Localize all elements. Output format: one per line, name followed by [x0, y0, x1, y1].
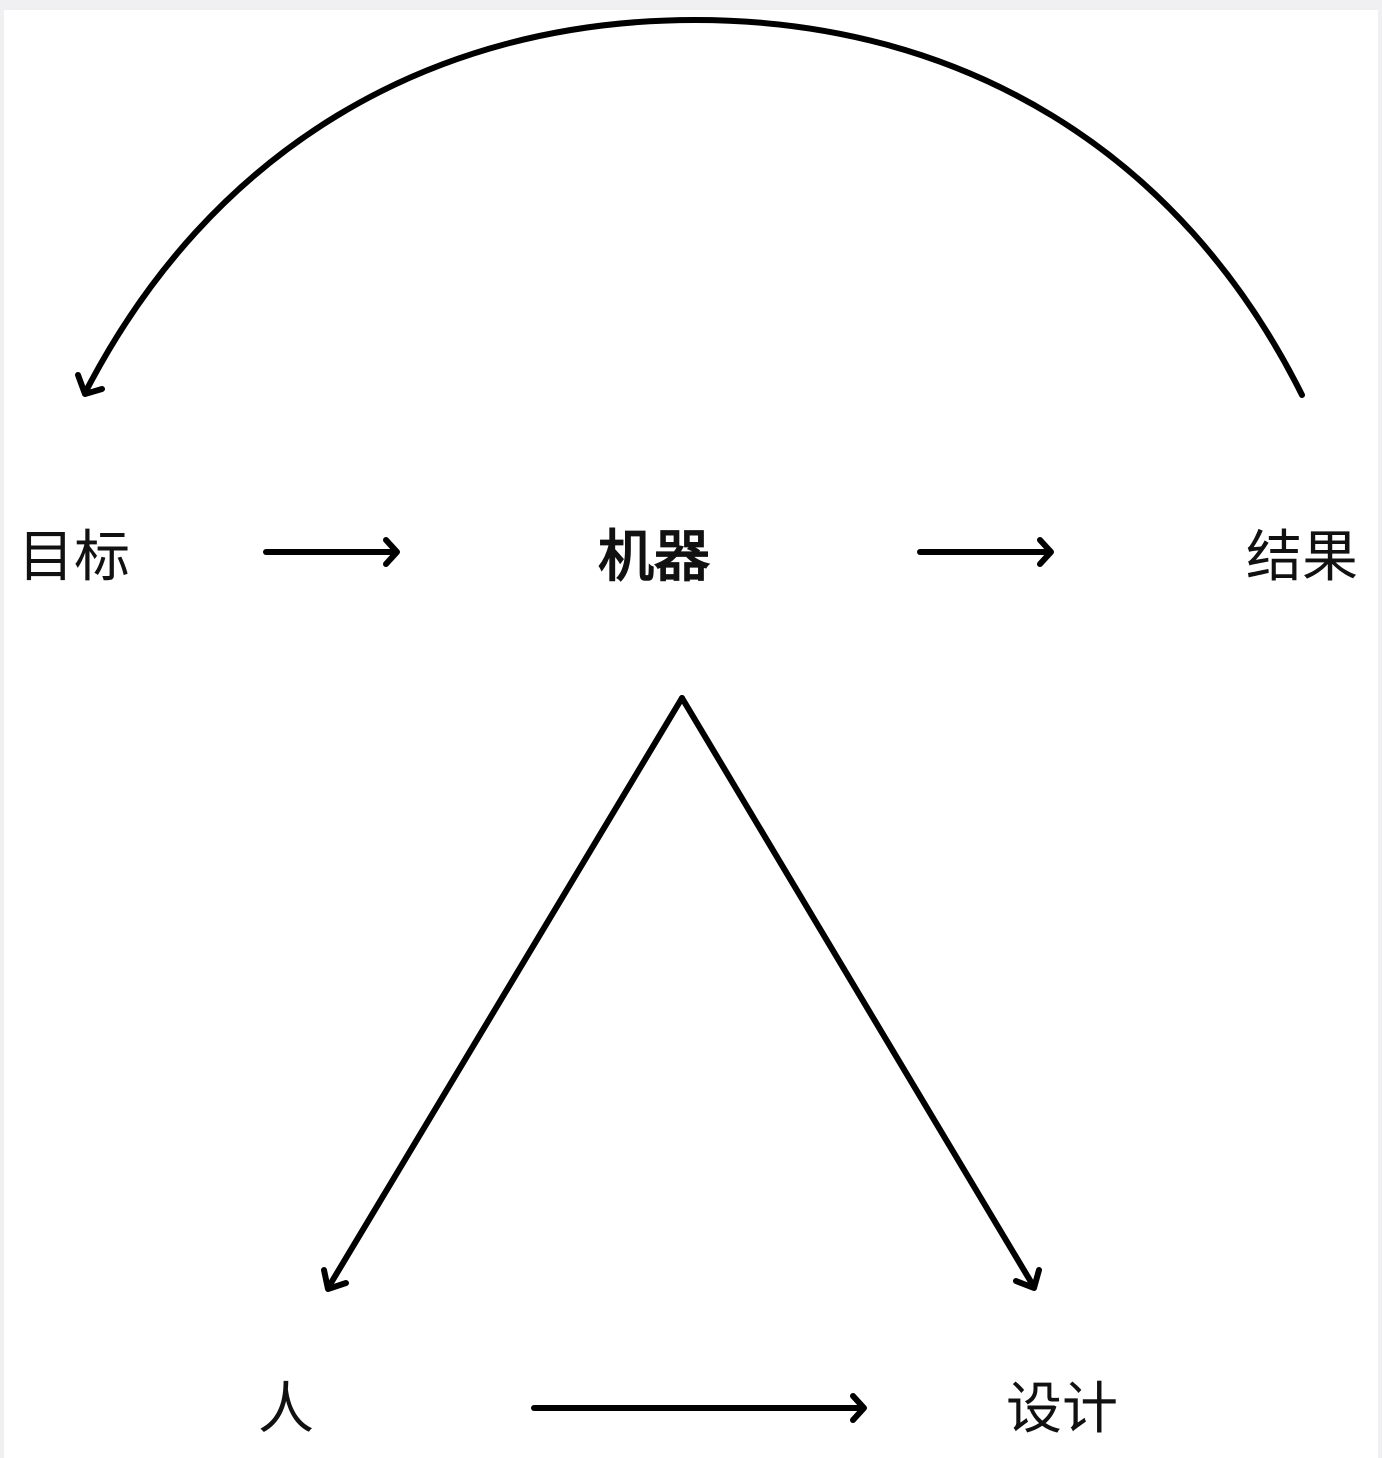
edge-person-to-design-arrowhead — [850, 1393, 867, 1423]
edge-machine-to-person-arrowhead — [321, 1267, 349, 1292]
edge-result-to-goal — [82, 17, 1305, 398]
frame-border-left — [0, 0, 4, 1458]
frame-border-top — [0, 0, 1382, 10]
node-machine: 机器 — [598, 525, 710, 590]
edge-machine-to-design — [679, 695, 1037, 1290]
node-result: 结果 — [1246, 525, 1358, 590]
edge-machine-to-design-arrowhead — [1013, 1267, 1042, 1291]
edge-result-to-goal-arrowhead — [75, 372, 105, 397]
edge-machine-to-person — [325, 695, 685, 1291]
frame-border-right — [1378, 0, 1382, 1458]
node-goal: 目标 — [18, 525, 130, 590]
node-design: 设计 — [1006, 1377, 1118, 1442]
edge-machine-to-result-arrowhead — [1037, 537, 1054, 567]
edge-goal-to-machine-arrowhead — [383, 537, 400, 567]
node-person: 人 — [258, 1377, 314, 1442]
